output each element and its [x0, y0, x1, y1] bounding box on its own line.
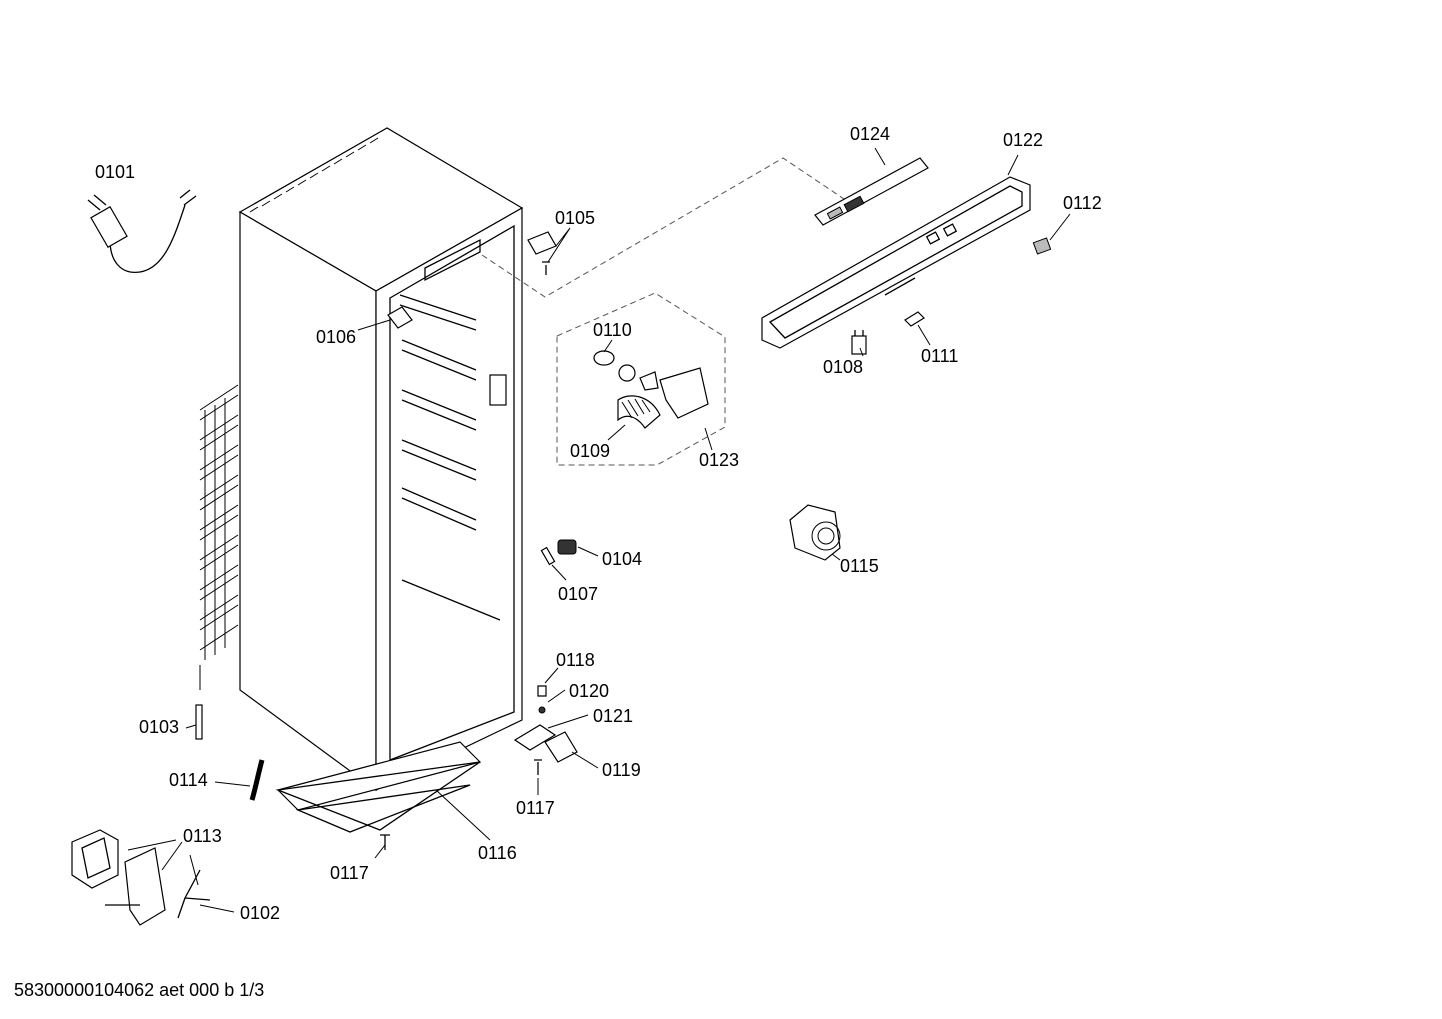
- label-0112: 0112: [1063, 193, 1102, 213]
- plug-part-0112: [1032, 237, 1052, 255]
- label-0101: 0101: [95, 162, 135, 182]
- label-0124: 0124: [850, 124, 890, 144]
- part-labels: 0124 0122 0112 0101 0105 0106 0110 0108 …: [95, 124, 1102, 923]
- control-board-part: [814, 157, 929, 226]
- label-0107: 0107: [558, 584, 598, 604]
- clip-part-0111: [904, 311, 925, 327]
- clip-part-0104: [557, 539, 577, 555]
- control-panel-part: [761, 176, 1031, 349]
- label-0120: 0120: [569, 681, 609, 701]
- condenser-coil: [199, 384, 239, 690]
- hinge-part: [527, 231, 557, 275]
- hinge-part-0106: [387, 306, 413, 329]
- guide-dashed-line: [481, 157, 854, 298]
- label-0118: 0118: [556, 650, 595, 670]
- fan-part-0115: [789, 504, 841, 561]
- power-cord-part: [87, 189, 197, 273]
- label-0109: 0109: [570, 441, 610, 461]
- label-0106: 0106: [316, 327, 356, 347]
- label-0122: 0122: [1003, 130, 1043, 150]
- screw-part-0117: [380, 834, 390, 850]
- cabinet-body: [238, 127, 524, 833]
- label-0117-right: 0117: [516, 798, 555, 818]
- label-0114: 0114: [169, 770, 208, 790]
- label-0111: 0111: [921, 346, 958, 366]
- switch-part-0108: [851, 330, 867, 355]
- light-assembly-group: [556, 292, 726, 466]
- label-0119: 0119: [602, 760, 641, 780]
- label-0116: 0116: [478, 843, 517, 863]
- document-footer-id: 58300000104062 aet 000 b 1/3: [14, 980, 265, 1000]
- label-0110: 0110: [593, 320, 632, 340]
- label-0103: 0103: [139, 717, 179, 737]
- drier-part-0103: [195, 704, 203, 740]
- label-0102: 0102: [240, 903, 280, 923]
- motor-assembly: [71, 829, 211, 926]
- label-0105: 0105: [555, 208, 595, 228]
- label-0108: 0108: [823, 357, 863, 377]
- hose-part-0114: [249, 759, 265, 801]
- label-0113: 0113: [183, 826, 222, 846]
- lower-hinge-group: [513, 685, 578, 775]
- label-0121: 0121: [593, 706, 633, 726]
- label-0117-left: 0117: [330, 863, 369, 883]
- pin-part-0107: [540, 546, 556, 566]
- leader-lines: [127, 147, 1071, 913]
- label-0123: 0123: [699, 450, 739, 470]
- label-0115: 0115: [840, 556, 879, 576]
- label-0104: 0104: [602, 549, 642, 569]
